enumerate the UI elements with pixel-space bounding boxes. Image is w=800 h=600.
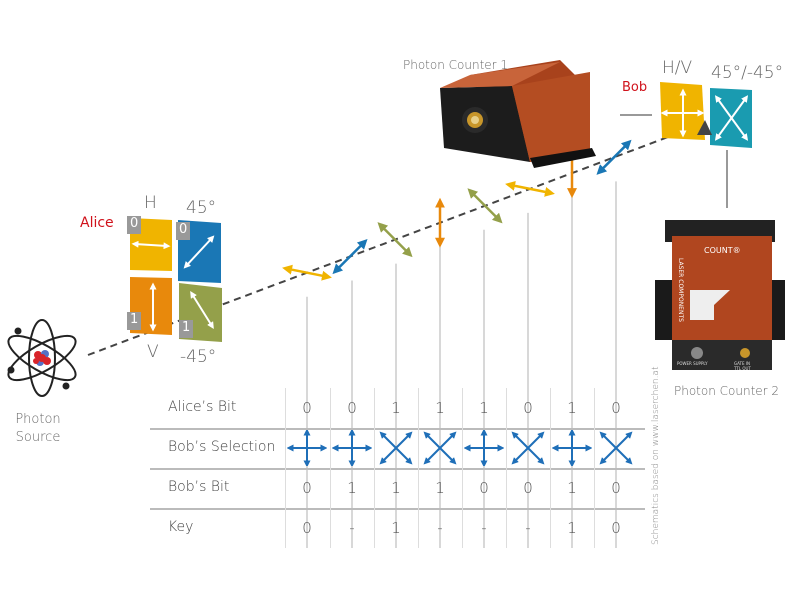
row-label: Key	[168, 519, 194, 535]
photon-counter-1-device	[440, 60, 596, 168]
table-cell	[506, 428, 550, 468]
guide-lines	[306, 181, 617, 548]
photon-m45-arrow	[377, 222, 413, 258]
row-label: Alice’s Bit	[168, 399, 237, 415]
bob-basis-hv: H/V	[662, 58, 693, 78]
rectilinear-basis-icon	[286, 428, 328, 468]
table-cell	[594, 428, 638, 468]
column-separator	[285, 388, 286, 548]
row-label: Bob’s Selection	[168, 439, 276, 455]
counter2-brand-mark: ®	[732, 246, 741, 255]
photon-source-line1: Photon	[15, 412, 61, 427]
column-separator	[418, 388, 419, 548]
photon-h-arrow	[282, 264, 332, 281]
table-cell: 1	[479, 399, 489, 417]
table-cell: 1	[391, 479, 401, 497]
column-separator	[462, 388, 463, 548]
alice-bit-h: 0	[130, 216, 139, 231]
alice-bit-m45: 1	[182, 320, 191, 335]
counter2-port3: TTL OUT	[734, 366, 751, 371]
table-cell: 1	[391, 519, 401, 537]
table-cell: -	[525, 519, 531, 537]
table-cell: 1	[391, 399, 401, 417]
photon-p45-arrow	[596, 139, 632, 175]
photon-counter-2-label: Photon Counter 2	[674, 384, 780, 398]
counter2-port2: GATE IN	[734, 361, 750, 366]
alice-basis-h: H	[144, 193, 157, 213]
counter2-maker: LASER COMPONENTS	[677, 258, 684, 322]
counter2-port1: POWER SUPPLY	[677, 361, 708, 366]
table-cell: -	[349, 519, 355, 537]
table-row: Bob’s Selection	[150, 428, 645, 470]
table-cell: 0	[302, 479, 312, 497]
table-cell: 0	[611, 399, 621, 417]
table-row: Key 0 - 1 - - - 1 0	[150, 508, 645, 548]
diagonal-basis-icon	[379, 431, 413, 465]
table-row: Bob’s Bit 0 1 1 1 0 0 1 0	[150, 468, 645, 510]
counter2-brand: COUNT®	[704, 246, 741, 255]
atom-icon	[7, 319, 77, 397]
diagonal-basis-icon	[423, 431, 457, 465]
table-cell: 1	[347, 479, 357, 497]
table-cell: 1	[435, 479, 445, 497]
table-cell: 0	[302, 519, 312, 537]
table-cell: 0	[611, 519, 621, 537]
table-cell	[418, 428, 462, 468]
table-cell: 1	[567, 479, 577, 497]
rectilinear-basis-icon	[331, 428, 373, 468]
alice-bit-45: 0	[179, 222, 188, 237]
photon-h-arrow	[505, 180, 555, 197]
photon-counter-2-device	[655, 220, 785, 370]
table-cell	[550, 428, 594, 468]
bob-polarizers	[660, 82, 752, 148]
table-cell	[462, 428, 506, 468]
photon-source-line2: Source	[15, 430, 61, 445]
table-cell: 1	[567, 519, 577, 537]
column-separator	[506, 388, 507, 548]
alice-basis-v: V	[147, 342, 159, 362]
column-separator	[550, 388, 551, 548]
table-cell: 1	[567, 399, 577, 417]
alice-bit-v: 1	[130, 312, 139, 327]
row-label: Bob’s Bit	[168, 479, 230, 495]
rectilinear-basis-icon	[551, 428, 593, 468]
table-cell: -	[481, 519, 487, 537]
photon-source-label: Photon Source	[13, 411, 63, 447]
counter2-brand-text: COUNT	[704, 246, 733, 255]
bob-basis-diag: 45°/-45°	[711, 63, 784, 83]
table-cell: 0	[523, 399, 533, 417]
bob-label: Bob	[622, 80, 648, 95]
table-cell: 0	[523, 479, 533, 497]
diagonal-basis-icon	[511, 431, 545, 465]
rectilinear-basis-icon	[463, 428, 505, 468]
alice-label: Alice	[80, 215, 114, 231]
column-separator	[330, 388, 331, 548]
table-cell: -	[437, 519, 443, 537]
table-cell: 0	[347, 399, 357, 417]
photon-m45-arrow	[467, 188, 503, 224]
table-cell	[285, 428, 329, 468]
photon-counter-1-label: Photon Counter 1	[403, 58, 509, 72]
table-cell	[330, 428, 374, 468]
alice-polarizers	[127, 216, 222, 342]
photon-polarizations	[282, 139, 632, 281]
column-separator	[374, 388, 375, 548]
table-cell: 0	[302, 399, 312, 417]
table-cell: 1	[435, 399, 445, 417]
table-cell: 0	[479, 479, 489, 497]
photon-p45-arrow	[332, 239, 368, 275]
table-cell: 0	[611, 479, 621, 497]
column-separator	[594, 388, 595, 548]
alice-basis-45: 45°	[186, 198, 217, 218]
alice-basis-m45: -45°	[180, 347, 217, 367]
credit-text: Schematics based on www.laserchen.at	[651, 366, 661, 545]
table-cell	[374, 428, 418, 468]
diagonal-basis-icon	[599, 431, 633, 465]
table-row: Alice’s Bit 0 0 1 1 1 0 1 0	[150, 388, 645, 430]
